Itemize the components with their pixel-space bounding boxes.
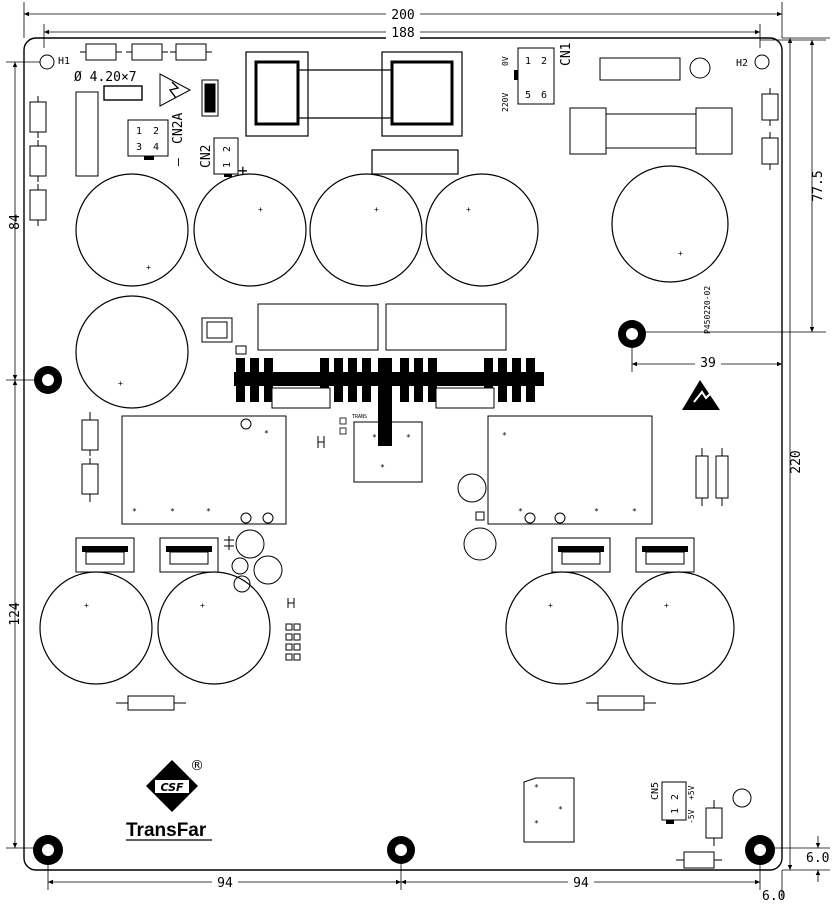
cn1-label: CN1 [559, 43, 574, 66]
top-left-parts [29, 43, 219, 226]
left-mid-parts [81, 412, 99, 502]
cn5-label: CN5 [650, 782, 661, 800]
connector-cn1: 1 2 5 6 CN1 0V 220V [501, 43, 574, 112]
svg-text:*: * [558, 805, 563, 814]
power-module-left [121, 415, 287, 525]
svg-text:CSF: CSF [160, 781, 184, 794]
transformer [245, 51, 463, 175]
dim-hole-offset: 39 [700, 356, 716, 371]
hole-h1-label: H1 [58, 56, 70, 67]
svg-text:*: * [502, 431, 507, 440]
svg-text:+: + [466, 205, 471, 214]
connector-cn2a: 1 2 3 4 CN2A — [127, 113, 186, 166]
svg-text:*: * [132, 507, 137, 516]
trans-label: TRANS [352, 414, 367, 420]
dim-upper-height: 84 [8, 214, 23, 230]
brand-name: TransFar [126, 820, 207, 841]
svg-text:1: 1 [136, 126, 142, 137]
svg-text:*: * [372, 433, 377, 442]
svg-text:1: 1 [670, 808, 681, 814]
dim-total-height: 220 [789, 450, 804, 473]
svg-text:+: + [118, 379, 123, 388]
connector-cn5: 1 2 CN5 +5V -5V [650, 781, 696, 824]
svg-text:+: + [146, 263, 151, 272]
dim-edge-margin-right: 6.0 [762, 889, 785, 904]
svg-text:6: 6 [541, 90, 547, 101]
connector-cn2: 1 2 CN2 + [199, 137, 248, 180]
cn2a-label: CN2A [171, 113, 186, 144]
svg-text:*: * [264, 429, 269, 438]
right-dimensions [640, 37, 830, 882]
svg-text:*: * [380, 463, 385, 472]
svg-text:+: + [548, 601, 553, 610]
cn2a-minus: — [171, 158, 186, 166]
cn2-plus: + [238, 161, 248, 180]
cn5-plus: +5V [687, 785, 696, 800]
mounting-hole-bottom-right [745, 835, 775, 865]
mounting-holes [33, 54, 775, 865]
dim-right-offset: 77.5 [811, 170, 826, 201]
svg-text:2: 2 [153, 126, 159, 137]
svg-text:1: 1 [525, 56, 531, 67]
svg-text:*: * [632, 507, 637, 516]
brand-logo-icon: CSF [146, 760, 198, 812]
board-outline [23, 37, 783, 871]
cn1-0v: 0V [501, 56, 510, 66]
capacitor-plus-marks: + + + + + + + + + + [84, 205, 683, 610]
svg-text:*: * [534, 819, 539, 828]
bottom-module: * * * [523, 777, 575, 843]
registered-mark: ® [190, 758, 204, 774]
power-module-right [487, 415, 653, 525]
left-small-caps [224, 529, 301, 661]
left-dimensions [6, 61, 40, 849]
svg-text:*: * [206, 507, 211, 516]
cn5-minus: -5V [687, 809, 696, 824]
mounting-hole-mid-right [618, 320, 646, 348]
hole-spec-label: Ø 4.20×7 [74, 70, 137, 85]
esd-warning-icon [682, 380, 720, 410]
svg-text:+: + [374, 205, 379, 214]
dim-overall-width: 200 [391, 8, 414, 23]
svg-text:*: * [406, 433, 411, 442]
hole-h2-label: H2 [736, 58, 748, 69]
svg-text:*: * [170, 507, 175, 516]
mounting-hole-mid-left [34, 366, 62, 394]
svg-text:+: + [664, 601, 669, 610]
relays [201, 303, 507, 355]
svg-text:1: 1 [222, 162, 233, 168]
dim-edge-margin-bottom: 6.0 [806, 851, 829, 866]
cn1-220v: 220V [501, 93, 510, 112]
dim-inner-width: 188 [391, 26, 414, 41]
board-code: P450220-02 [703, 286, 712, 334]
svg-text:+: + [258, 205, 263, 214]
mounting-hole-bottom-left [33, 835, 63, 865]
bottom-resistors [116, 695, 656, 711]
svg-text:5: 5 [525, 90, 531, 101]
dim-lower-height: 124 [8, 602, 23, 626]
top-right-parts [569, 57, 779, 170]
svg-text:+: + [200, 601, 205, 610]
svg-text:*: * [518, 507, 523, 516]
cn2-label: CN2 [199, 145, 214, 168]
svg-text:2: 2 [222, 146, 233, 152]
rectifier-sockets [75, 537, 695, 573]
svg-text:+: + [84, 601, 89, 610]
mounting-hole-h1 [39, 54, 55, 70]
mounting-hole-h2 [754, 54, 770, 70]
svg-text:*: * [594, 507, 599, 516]
dim-bottom-span-left: 94 [217, 876, 233, 891]
svg-text:+: + [678, 249, 683, 258]
svg-text:*: * [534, 783, 539, 792]
svg-text:2: 2 [670, 794, 681, 800]
dim-bottom-span-right: 94 [573, 876, 589, 891]
trans-module: * * * TRANS [317, 414, 423, 483]
bottom-dimensions [47, 858, 783, 898]
svg-text:2: 2 [541, 56, 547, 67]
right-mid-parts [457, 448, 729, 561]
svg-text:4: 4 [153, 142, 159, 153]
svg-text:3: 3 [136, 142, 142, 153]
mounting-hole-bottom-mid [387, 836, 415, 864]
